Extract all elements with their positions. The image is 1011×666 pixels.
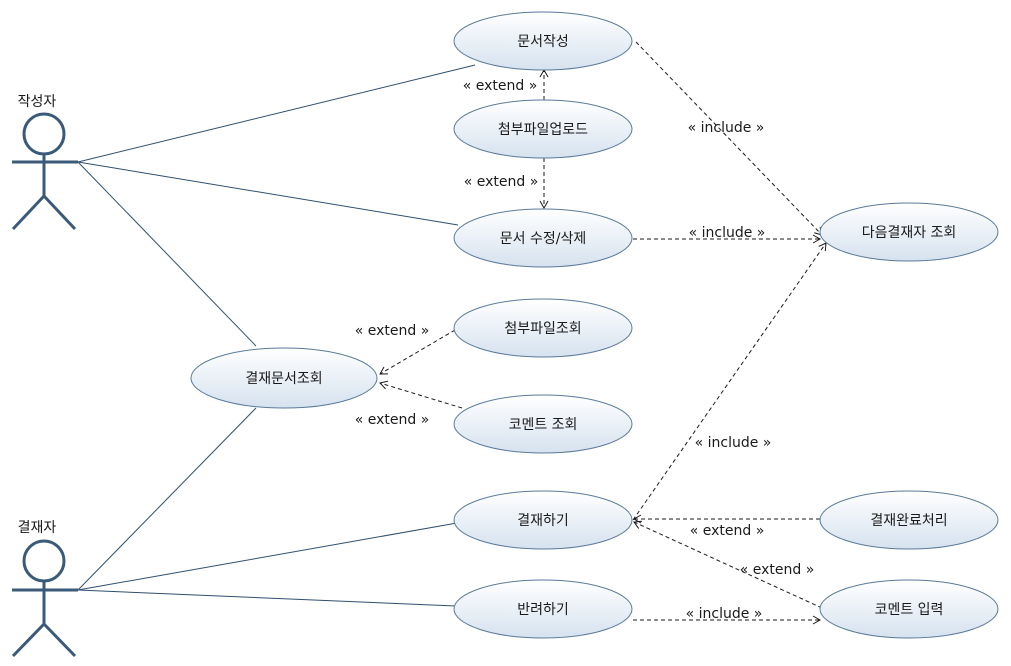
dep-write-to-next [635,41,823,236]
label-include-write-next: « include » [688,120,765,136]
usecase-reject[interactable] [453,579,633,639]
usecase-comment-view[interactable] [453,394,633,454]
label-extend-attach-view: « extend » [355,323,430,339]
dependencies [379,41,827,625]
label-extend-upload-write: « extend » [463,78,538,94]
assoc-approver-approve [77,522,458,591]
usecase-doc-edit-delete[interactable] [453,208,633,268]
usecase-reject-label: 반려하기 [517,602,569,618]
actor-author-head [22,112,66,156]
assoc-author-doc-write [77,64,476,163]
usecase-approval-complete-label: 결재완료처리 [870,513,947,529]
actor-approver[interactable] [11,539,78,658]
usecase-doc-edit-delete-label: 문서 수정/삭제 [500,231,586,247]
usecases [190,11,999,639]
usecase-attach-view[interactable] [453,298,633,358]
actor-approver-label: 결재자 [18,520,57,536]
actor-author-label: 작성자 [18,94,57,110]
usecase-next-approver-lookup-label: 다음결재자 조회 [862,225,957,241]
usecase-attach-view-label: 첨부파일조회 [504,321,581,337]
usecase-doc-write[interactable] [453,11,633,71]
usecase-doc-write-label: 문서작성 [517,34,569,50]
label-extend-comment-view: « extend » [355,412,430,428]
dep-comment-view-to-doc-view [379,380,463,409]
usecase-approval-doc-view[interactable] [190,347,378,409]
usecase-comment-view-label: 코멘트 조회 [509,417,578,433]
label-include-approve-next: « include » [695,435,772,451]
associations [77,64,476,607]
usecase-approval-doc-view-label: 결재문서조회 [245,371,322,387]
label-include-edit-next: « include » [689,225,766,241]
usecase-attach-upload-label: 첨부파일업로드 [498,122,588,138]
assoc-author-approval-doc-view [77,161,257,347]
actor-approver-head [22,539,66,583]
assoc-approver-reject [77,589,457,607]
label-extend-comment-approve: « extend » [740,562,815,578]
label-include-reject-comment: « include » [686,606,763,622]
actor-approver-right-leg [42,622,77,658]
usecase-comment-input-label: 코멘트 입력 [875,602,944,618]
usecase-attach-upload[interactable] [453,99,633,159]
usecase-approve[interactable] [453,490,633,550]
actor-author[interactable] [11,112,78,231]
actor-author-right-leg [42,194,77,231]
actor-author-left-leg [11,194,46,231]
label-extend-upload-edit: « extend » [464,174,539,190]
usecase-labels: 문서작성 첨부파일업로드 문서 수정/삭제 다음결재자 조회 첨부파일조회 결재… [245,34,956,618]
assoc-approver-approval-doc-view [77,407,257,591]
dep-approve-to-next [632,242,827,521]
dependency-labels: « extend » « extend » « include » « incl… [355,78,815,622]
usecase-comment-input[interactable] [819,579,999,639]
usecase-approve-label: 결재하기 [517,513,569,529]
assoc-author-doc-edit [77,161,459,226]
usecase-approval-complete[interactable] [819,490,999,550]
label-extend-complete-approve: « extend » [690,523,765,539]
dep-attach-view-to-doc-view [379,329,456,375]
usecase-next-approver-lookup[interactable] [819,202,999,262]
actor-approver-left-leg [11,622,46,658]
